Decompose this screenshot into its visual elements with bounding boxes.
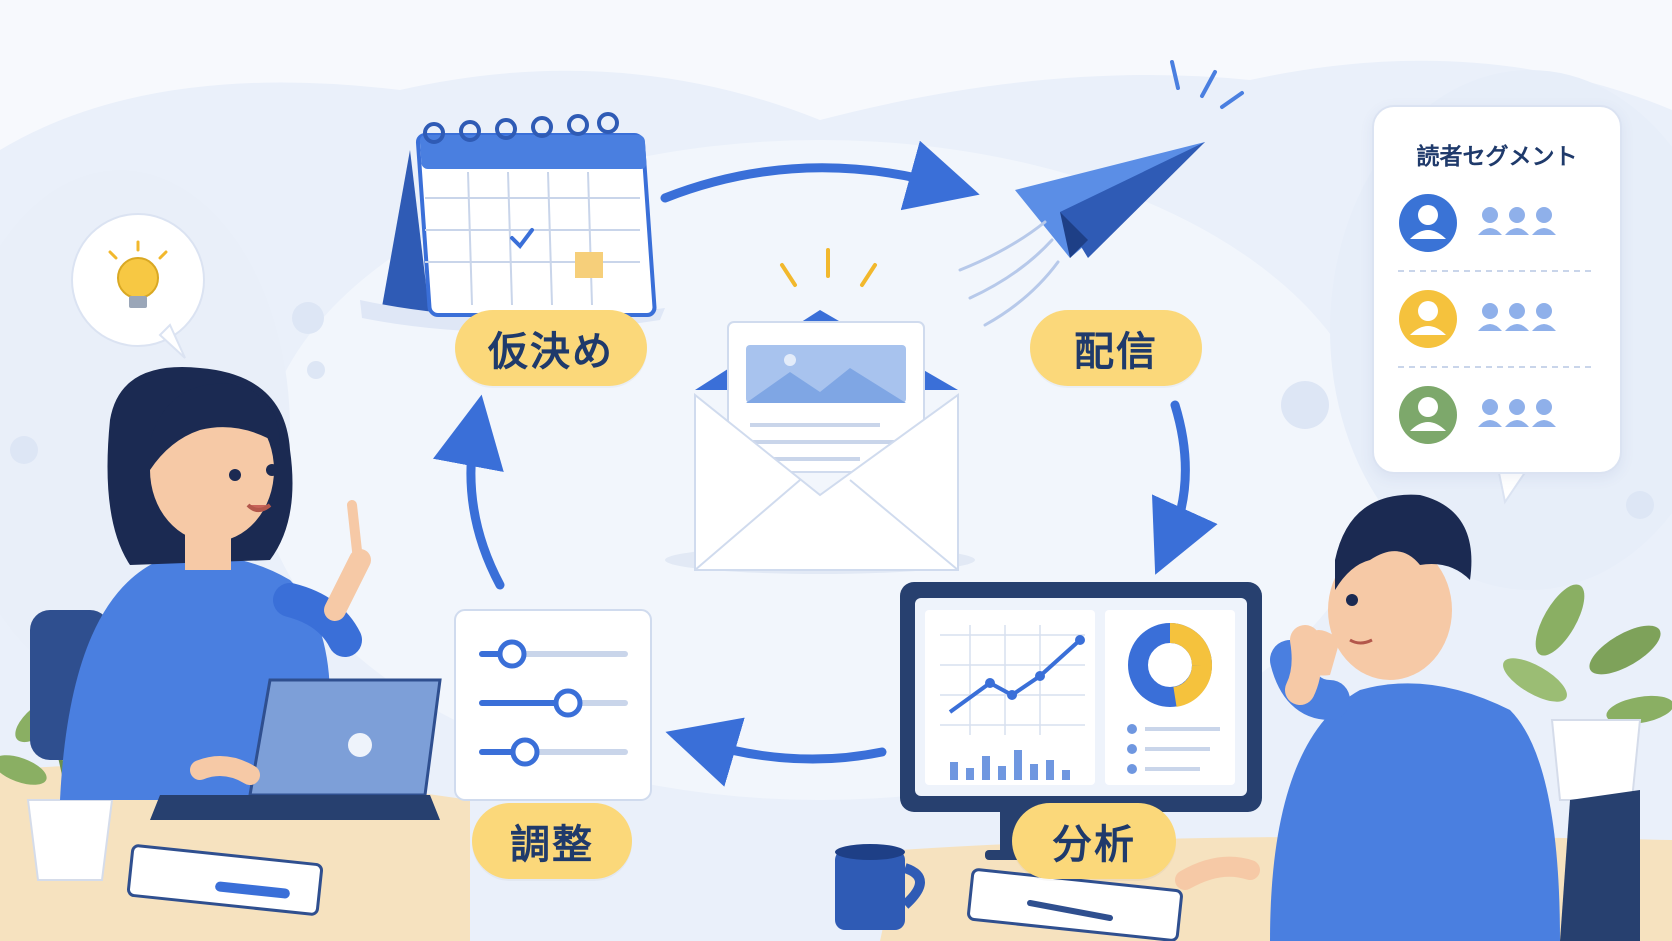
user-avatar-icon [1399, 194, 1457, 252]
arrow-plane-to-monitor [1151, 400, 1218, 575]
analytics-monitor-icon [900, 582, 1262, 860]
envelope-icon [665, 248, 975, 574]
arrow-monitor-to-sliders [665, 717, 887, 787]
lightbulb-icon [108, 240, 168, 308]
lightbulb-bubble [71, 213, 205, 359]
segment-card-title: 読者セグメント [1416, 144, 1578, 170]
step-label-karikime: 仮決め [455, 310, 647, 386]
sliders-icon [454, 609, 652, 801]
user-group-icon [1478, 399, 1556, 427]
step-label-bunseki: 分析 [1012, 803, 1176, 879]
segment-row-1 [1399, 194, 1556, 252]
woman-character [30, 367, 442, 820]
user-avatar-icon [1399, 386, 1457, 444]
user-avatar-icon [1399, 290, 1457, 348]
arrow-sliders-to-calendar [432, 394, 505, 590]
step-label-chosei: 調整 [472, 803, 632, 879]
paper-plane-icon [958, 60, 1244, 327]
segment-row-2 [1399, 290, 1556, 348]
arrow-calendar-to-plane [660, 140, 980, 211]
segment-row-3 [1399, 386, 1556, 444]
segment-list [1398, 194, 1596, 444]
user-group-icon [1478, 303, 1556, 331]
man-character [1175, 494, 1640, 941]
user-group-icon [1478, 207, 1556, 235]
reader-segment-card: 読者セグメント [1372, 105, 1622, 474]
step-label-haishin: 配信 [1030, 310, 1202, 386]
cycle-arrows [432, 140, 1218, 787]
plant-right [1503, 584, 1672, 801]
